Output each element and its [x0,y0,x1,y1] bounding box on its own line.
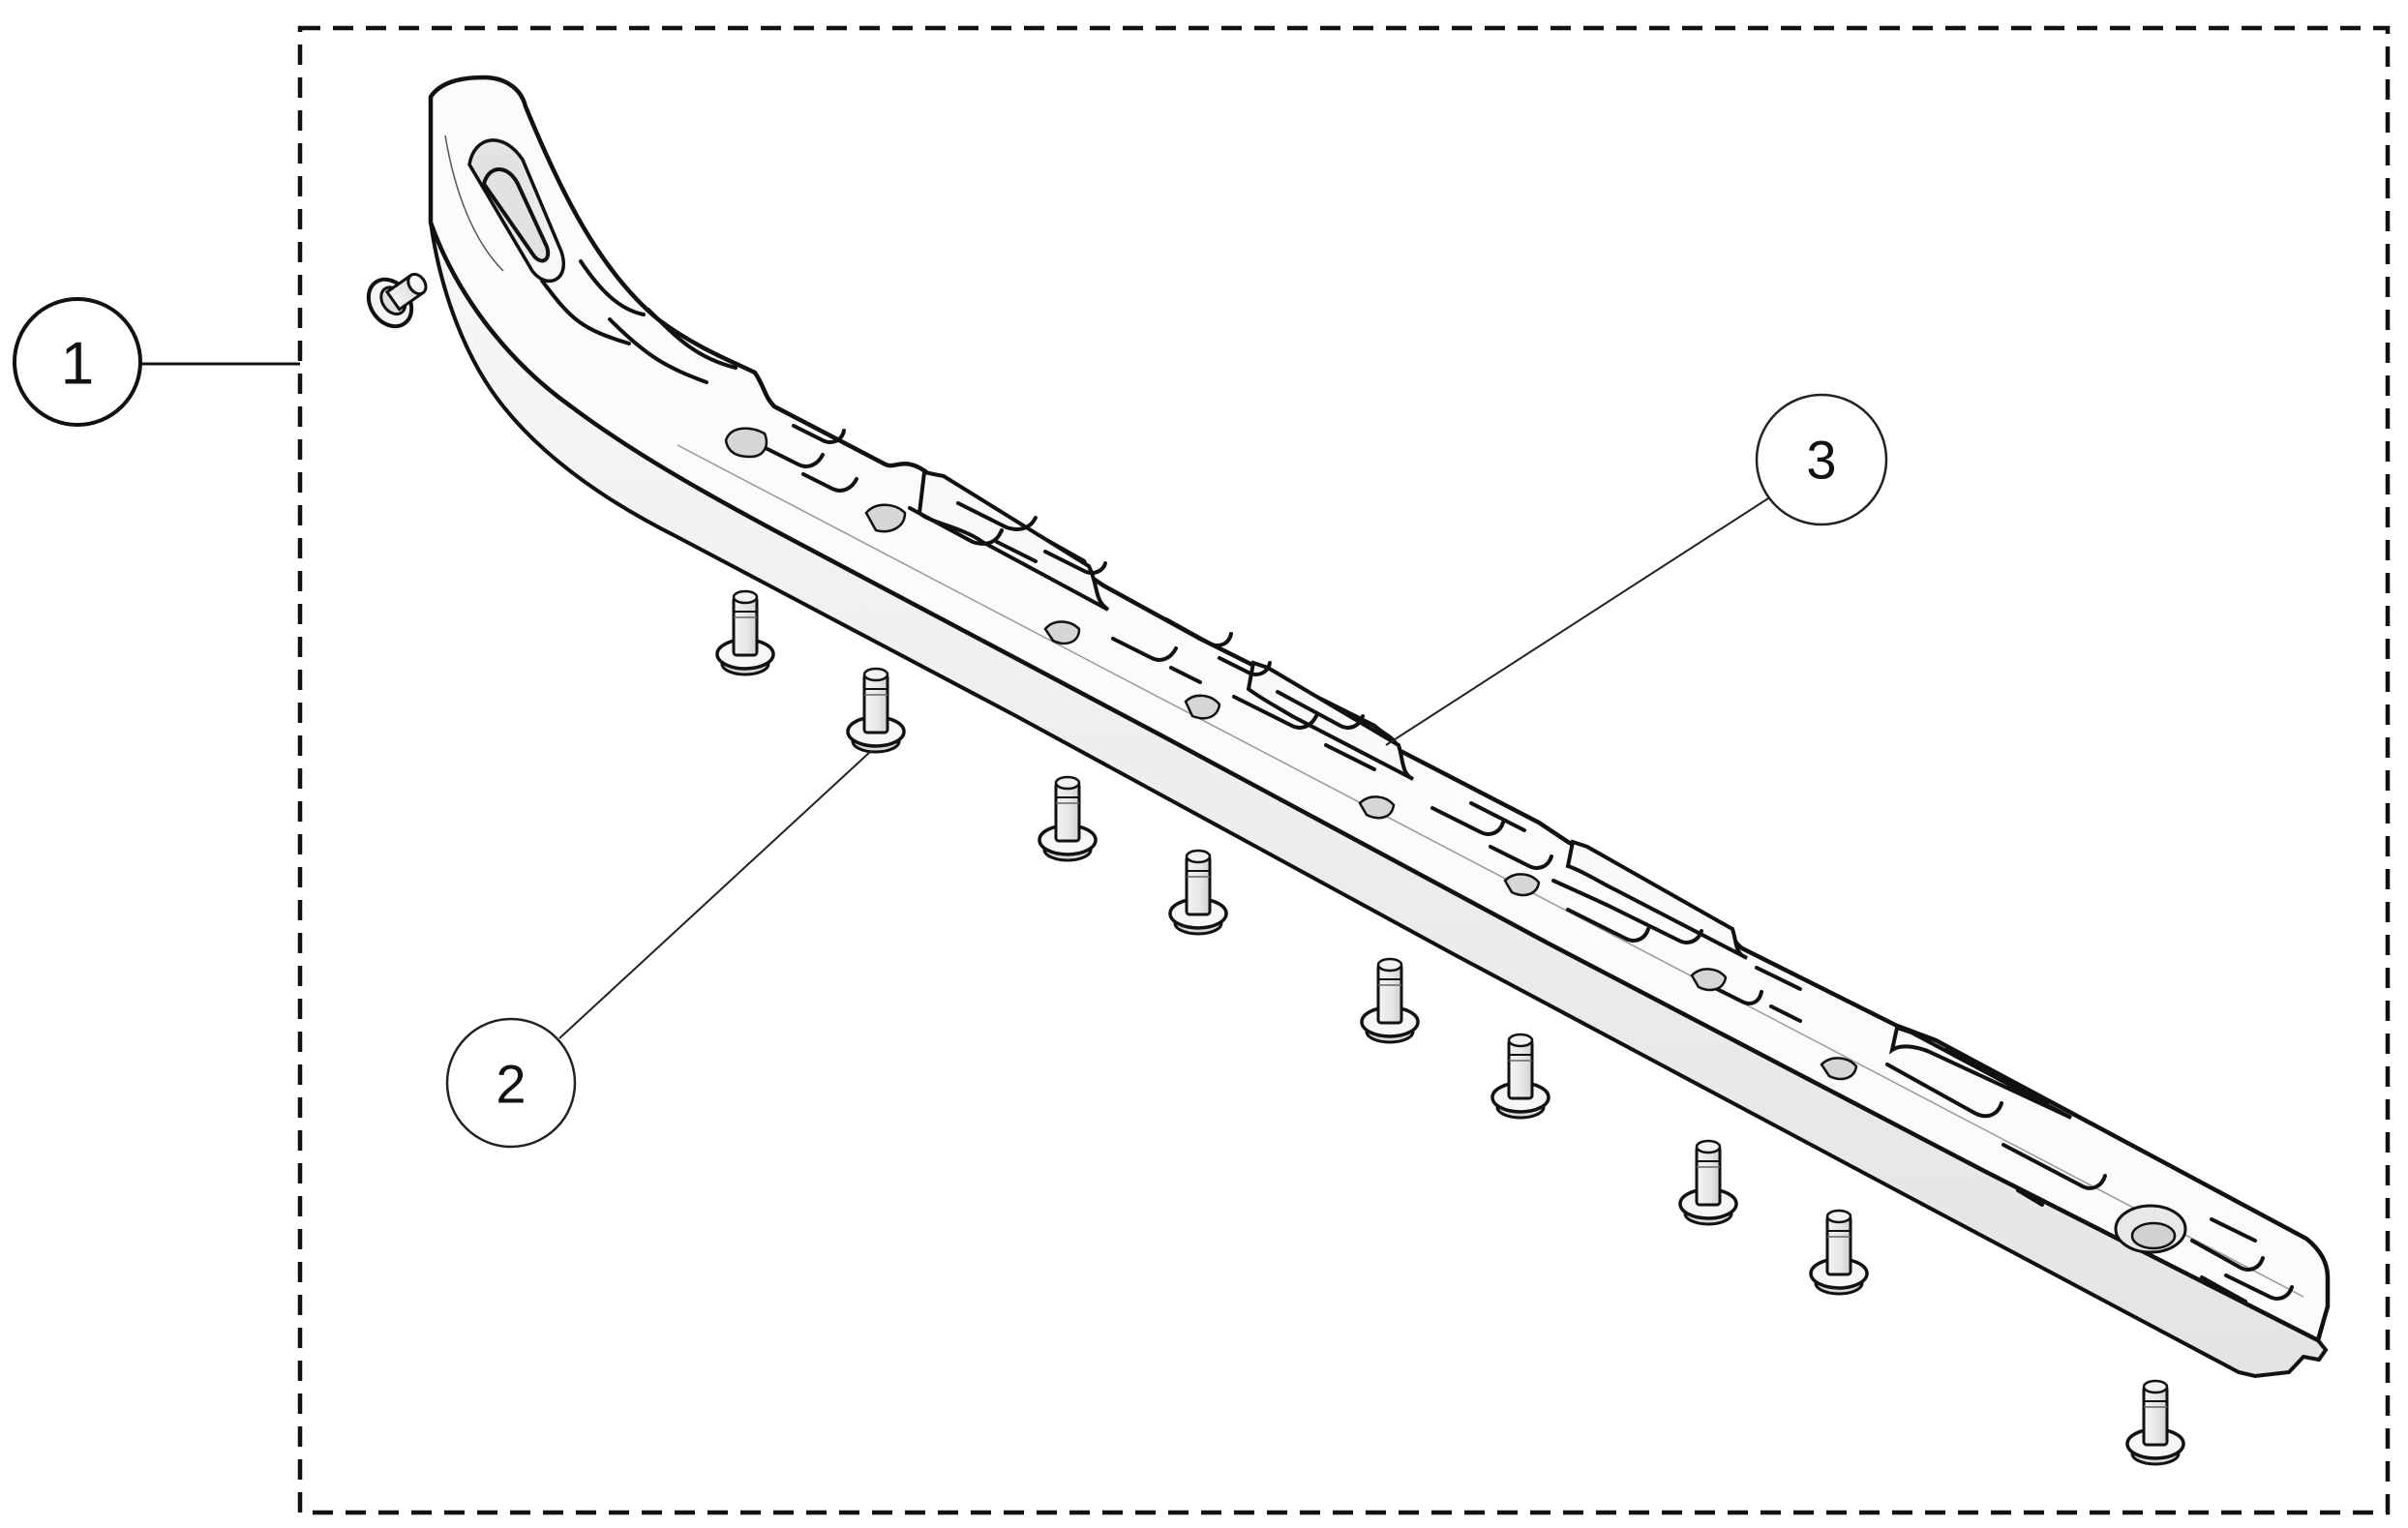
callout-3-label: 3 [1806,430,1836,491]
callout-2-bubble [445,1017,577,1149]
screw-set [715,589,2185,1466]
screw [1038,775,1098,862]
rail-bosses [724,427,1858,1081]
callout-1-bubble [13,297,142,427]
rail-slots [540,259,2294,1303]
callout-3-leader [1385,497,1769,746]
callout-3-bubble [1755,393,1888,526]
callout-2-leader [558,750,872,1039]
screw [1360,957,1420,1044]
screw [1168,849,1228,936]
callout-2-label: 2 [496,1054,526,1115]
callout-1-label: 1 [61,331,94,398]
screw [1678,1139,1738,1226]
screw [846,667,906,754]
callout-1: 1 [13,297,300,427]
screw [1490,1033,1550,1120]
callout-2: 2 [445,750,872,1149]
pin-fastener [366,272,428,329]
screw [1809,1209,1869,1296]
screw [2125,1379,2185,1466]
rail-part [428,75,2331,1379]
rail-counterbore-hole [2114,1204,2187,1254]
assembly-boundary [297,25,2391,1515]
screw [715,589,775,676]
rail-top-surface [428,75,2331,1343]
callout-3: 3 [1385,393,1888,746]
rail-clip-blocks [917,469,2072,1120]
